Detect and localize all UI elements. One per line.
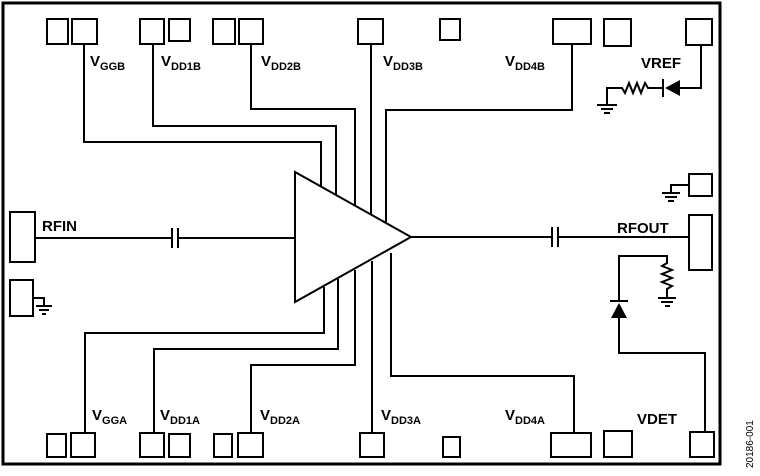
label-vdd4b: VDD4B <box>505 53 545 73</box>
label-vref: VREF <box>641 55 681 72</box>
pad-nc <box>46 18 69 45</box>
pad-vdd3a <box>359 432 385 458</box>
rf-path <box>35 227 689 248</box>
pad-nc <box>46 433 67 458</box>
diode-icon <box>611 303 627 318</box>
amplifier-triangle <box>294 170 414 304</box>
label-vdd3b: VDD3B <box>383 53 423 73</box>
pad-vdd1a <box>139 432 165 458</box>
label-vdd3a: VDD3A <box>381 407 421 427</box>
pad-nc <box>212 18 236 45</box>
diode-icon <box>665 80 680 96</box>
resistor-icon <box>618 255 675 301</box>
label-vgga: VGGA <box>92 407 127 427</box>
pad-vggb <box>71 18 98 45</box>
pad-nc <box>439 18 461 41</box>
ground-icon <box>33 297 52 315</box>
pad-vdd4a <box>550 432 592 458</box>
pad-nc <box>603 18 632 47</box>
pad-vdd2b <box>238 18 264 45</box>
pad-nc <box>603 430 633 458</box>
pad-nc <box>168 433 191 458</box>
bottom-traces <box>84 253 575 433</box>
pad-gnd-left <box>9 279 34 317</box>
pad-gnd-right <box>688 173 713 197</box>
pad-vdet <box>689 431 715 458</box>
figure-number: 20186-001 <box>745 420 756 468</box>
pad-nc <box>168 18 191 42</box>
pad-vgga <box>70 432 96 458</box>
bottom-pads <box>46 430 715 458</box>
top-pads <box>46 18 713 47</box>
label-rfout: RFOUT <box>617 220 669 237</box>
top-traces <box>83 44 573 222</box>
chip-outline <box>1 1 722 466</box>
label-vdd1b: VDD1B <box>161 53 201 73</box>
label-rfin: RFIN <box>42 218 77 235</box>
label-vdd2a: VDD2A <box>260 407 300 427</box>
pad-vdd3b <box>357 18 384 45</box>
pad-rfout <box>688 214 713 271</box>
pad-vref <box>685 18 713 46</box>
pad-vdd1b <box>139 18 165 45</box>
vdet-circuit <box>610 255 706 432</box>
pad-rfin <box>9 211 36 263</box>
label-vdet: VDET <box>637 411 677 428</box>
pad-vdd2a <box>237 432 264 458</box>
ground-icon <box>662 184 689 202</box>
pad-nc <box>213 433 233 458</box>
label-vdd2b: VDD2B <box>261 53 301 73</box>
label-vdd4a: VDD4A <box>505 407 545 427</box>
pad-nc <box>442 436 461 458</box>
label-vdd1a: VDD1A <box>160 407 200 427</box>
label-vggb: VGGB <box>90 53 125 73</box>
pad-vdd4b <box>552 18 592 45</box>
resistor-icon <box>606 80 663 104</box>
vref-circuit <box>597 45 702 114</box>
